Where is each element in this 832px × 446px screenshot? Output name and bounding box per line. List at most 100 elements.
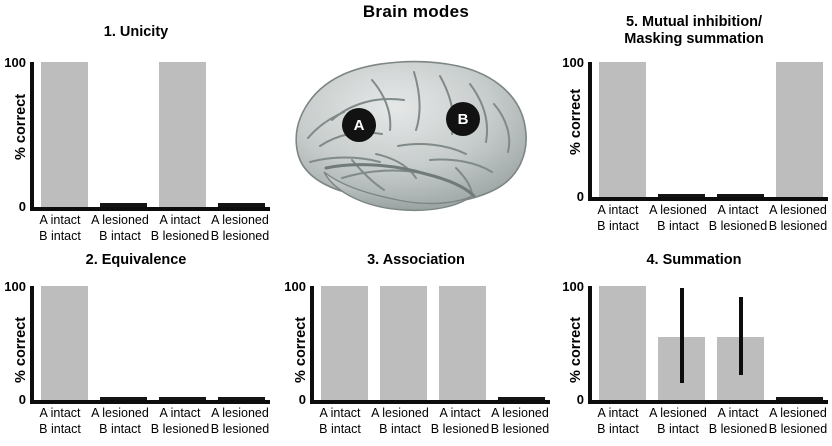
panel-summation: 4. Summation % correct 100 0 [556, 252, 832, 446]
x-label-a-intact-b-intact: A intact B intact [597, 203, 639, 233]
bar-a-lesioned-b-intact[interactable] [380, 286, 428, 400]
y-axis-label: % correct [293, 316, 309, 384]
bar-a-lesioned-b-lesioned[interactable] [776, 62, 824, 197]
x-label-a-lesioned-b-intact: A lesioned B intact [91, 213, 149, 243]
y-axis-line [588, 286, 592, 400]
y-axis-line [30, 62, 34, 207]
bar-a-intact-b-lesioned[interactable] [439, 286, 487, 400]
lateral-fissure [324, 163, 476, 198]
bar-a-lesioned-b-lesioned[interactable] [498, 396, 546, 400]
y-axis-line [30, 286, 34, 400]
figure-title: Brain modes [362, 2, 470, 21]
bar-a-intact-b-intact[interactable] [321, 286, 369, 400]
bar-slot [498, 286, 546, 400]
x-axis-line [30, 207, 270, 211]
bar-a-intact-b-lesioned[interactable] [159, 396, 207, 400]
bar-a-lesioned-b-lesioned[interactable] [218, 203, 266, 207]
plot-area-unicity: 100 0 [4, 56, 270, 213]
panel-unicity: 1. Unicity % correct 100 0 [0, 24, 272, 243]
bar-a-intact-b-intact[interactable] [599, 286, 647, 400]
y-axis-label: % correct [568, 316, 584, 384]
bar-slot [599, 286, 647, 400]
x-label-a-lesioned-b-lesioned: A lesioned B lesioned [768, 203, 828, 233]
bar-a-lesioned-b-intact[interactable] [658, 193, 706, 197]
brain-marker-b[interactable]: B [446, 102, 480, 136]
x-label-a-lesioned-b-lesioned: A lesioned B lesioned [210, 213, 270, 243]
x-label-a-intact-b-intact: A intact B intact [597, 406, 639, 436]
panel-title-equivalence: 2. Equivalence [85, 252, 187, 268]
x-label-a-intact-b-lesioned: A intact B lesioned [150, 406, 210, 436]
bar-slot [717, 286, 765, 400]
y-tick-0: 0 [18, 199, 26, 214]
panel-mutual-inhibition: 5. Mutual inhibition/ Masking summation … [556, 14, 832, 233]
x-label-a-lesioned-b-lesioned: A lesioned B lesioned [768, 406, 828, 436]
x-label-a-lesioned-b-lesioned: A lesioned B lesioned [210, 406, 270, 436]
y-axis-label: % correct [568, 88, 584, 156]
y-axis-line [310, 286, 314, 400]
bar-group-summation [592, 286, 828, 400]
plot-area-mutual-inhibition: 100 0 [562, 56, 828, 203]
bar-slot [439, 286, 487, 400]
brain-marker-a-label: A [353, 116, 365, 134]
bar-a-lesioned-b-lesioned[interactable] [218, 396, 266, 400]
panel-title-unicity: 1. Unicity [103, 24, 169, 40]
x-label-a-intact-b-lesioned: A intact B lesioned [430, 406, 490, 436]
bar-slot [599, 62, 647, 197]
brain-illustration: A B [280, 50, 540, 230]
y-axis-label: % correct [13, 316, 29, 384]
bar-slot [159, 286, 207, 400]
bar-slot [658, 286, 706, 400]
x-label-a-lesioned-b-intact: A lesioned B intact [91, 406, 149, 436]
bar-slot [776, 286, 824, 400]
y-tick-0: 0 [18, 392, 26, 407]
x-label-a-intact-b-intact: A intact B intact [39, 406, 81, 436]
bar-slot [41, 62, 89, 207]
x-label-a-intact-b-lesioned: A intact B lesioned [708, 203, 768, 233]
bar-a-intact-b-intact[interactable] [41, 62, 89, 207]
bar-a-intact-b-lesioned[interactable] [159, 62, 207, 207]
bar-a-intact-b-intact[interactable] [41, 286, 89, 400]
x-label-a-intact-b-lesioned: A intact B lesioned [708, 406, 768, 436]
x-label-a-intact-b-lesioned: A intact B lesioned [150, 213, 210, 243]
panel-equivalence: 2. Equivalence % correct 100 0 [0, 252, 272, 446]
bar-slot [321, 286, 369, 400]
bar-a-lesioned-b-lesioned[interactable] [776, 396, 824, 400]
y-tick-100: 100 [562, 55, 584, 70]
x-label-a-lesioned-b-intact: A lesioned B intact [371, 406, 429, 436]
bar-a-intact-b-intact[interactable] [599, 62, 647, 197]
bar-group-unicity [34, 62, 270, 207]
bar-slot [100, 62, 148, 207]
bar-a-lesioned-b-intact[interactable] [100, 203, 148, 207]
brain-marker-a[interactable]: A [342, 108, 376, 142]
x-axis-line [30, 400, 270, 404]
x-label-a-lesioned-b-intact: A lesioned B intact [649, 203, 707, 233]
panel-title-association: 3. Association [367, 252, 465, 268]
x-axis-line [310, 400, 550, 404]
plot-area-summation: 100 0 [562, 280, 828, 406]
bar-slot [218, 286, 266, 400]
y-tick-0: 0 [298, 392, 306, 407]
x-label-a-lesioned-b-intact: A lesioned B intact [649, 406, 707, 436]
brain-svg [295, 60, 527, 212]
bar-slot [100, 286, 148, 400]
y-tick-0: 0 [576, 189, 584, 204]
plot-area-association: 100 0 [284, 280, 550, 406]
error-bar-a-lesioned-b-intact [679, 288, 684, 383]
bar-group-mutual-inhibition [592, 62, 828, 197]
x-axis-line [588, 197, 828, 201]
x-label-a-intact-b-intact: A intact B intact [319, 406, 361, 436]
brain-marker-b-label: B [457, 110, 469, 128]
panel-title-summation: 4. Summation [646, 252, 742, 268]
plot-area-equivalence: 100 0 [4, 280, 270, 406]
y-axis-label: % correct [13, 93, 29, 161]
bar-a-lesioned-b-intact[interactable] [100, 396, 148, 400]
y-tick-100: 100 [562, 279, 584, 294]
bar-a-intact-b-lesioned[interactable] [717, 193, 765, 197]
y-axis-line [588, 62, 592, 197]
x-label-a-intact-b-intact: A intact B intact [39, 213, 81, 243]
bar-slot [41, 286, 89, 400]
bar-group-association [314, 286, 550, 400]
bar-slot [717, 62, 765, 197]
cerebrum-shape [295, 60, 527, 206]
